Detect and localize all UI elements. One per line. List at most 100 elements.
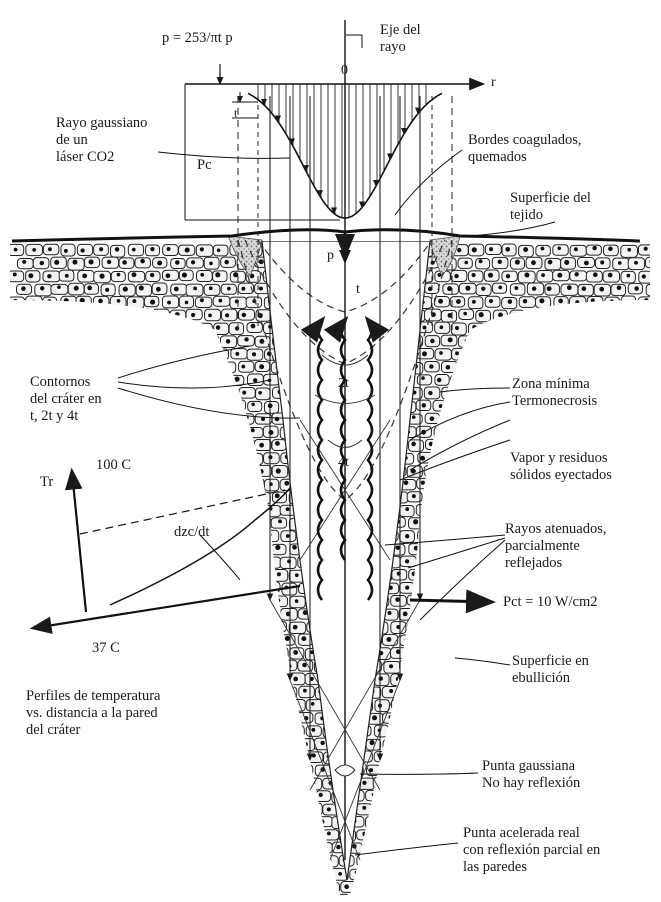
tissue-cell <box>137 803 153 814</box>
cell-nucleus <box>440 325 444 329</box>
cell-nucleus <box>150 377 155 382</box>
cell-nucleus <box>457 559 461 563</box>
cell-nucleus <box>540 821 544 825</box>
cell-nucleus <box>412 704 416 708</box>
tissue-cell <box>230 764 247 775</box>
tissue-cell <box>451 738 467 748</box>
tissue-cell <box>612 856 629 867</box>
cell-nucleus <box>215 272 220 277</box>
tissue-cell <box>476 492 491 504</box>
cell-nucleus <box>592 767 596 771</box>
cell-nucleus <box>167 560 172 565</box>
tissue-cell <box>570 687 585 698</box>
tissue-cell <box>400 505 415 516</box>
tissue-cell <box>68 855 84 867</box>
tissue-cell <box>655 868 661 879</box>
tissue-cell <box>68 674 82 686</box>
cell-nucleus <box>50 507 54 511</box>
cell-nucleus <box>250 768 255 773</box>
cell-nucleus <box>235 714 239 718</box>
cell-nucleus <box>141 623 146 628</box>
tissue-cell <box>655 401 661 412</box>
tissue-cell <box>536 739 551 749</box>
cell-nucleus <box>446 805 450 809</box>
tissue-cell <box>272 752 288 762</box>
tissue-cell <box>178 790 194 802</box>
tissue-cell <box>527 413 541 424</box>
cell-nucleus <box>446 389 451 394</box>
tissue-cell <box>152 830 169 841</box>
cell-nucleus <box>13 507 18 512</box>
tissue-cell <box>26 739 42 749</box>
cell-nucleus <box>431 755 436 760</box>
tissue-cell <box>196 375 212 386</box>
cell-nucleus <box>12 663 17 668</box>
cell-nucleus <box>592 820 596 824</box>
tissue-cell <box>179 374 194 386</box>
cell-nucleus <box>166 404 170 408</box>
cell-nucleus <box>184 663 188 667</box>
cell-nucleus <box>159 520 164 525</box>
tissue-cell <box>630 830 646 841</box>
tissue-cell <box>409 778 423 789</box>
tissue-cell <box>178 738 194 749</box>
tissue-cell <box>161 349 176 359</box>
cell-nucleus <box>490 378 494 382</box>
tissue-cell <box>501 686 515 698</box>
cell-nucleus <box>599 728 603 732</box>
tissue-cell <box>103 855 118 865</box>
tissue-cell <box>42 869 59 881</box>
tissue-cell <box>153 335 168 347</box>
cell-nucleus <box>465 521 469 525</box>
tissue-cell <box>526 310 540 321</box>
cell-nucleus <box>599 495 603 499</box>
cell-nucleus <box>224 390 228 394</box>
tissue-cell <box>622 843 637 855</box>
tissue-cell <box>510 804 525 816</box>
tissue-cell <box>442 387 457 399</box>
tissue-cell <box>645 699 661 710</box>
cell-nucleus <box>217 534 221 538</box>
cell-nucleus <box>497 365 502 370</box>
cell-nucleus <box>559 793 563 797</box>
cell-nucleus <box>548 885 552 889</box>
cell-nucleus <box>609 351 614 356</box>
cell-nucleus <box>21 755 25 759</box>
cell-nucleus <box>150 247 154 251</box>
tissue-cell <box>645 881 661 892</box>
tissue-cell <box>442 803 458 814</box>
tissue-cell <box>407 726 423 737</box>
tissue-cell <box>264 790 278 802</box>
cell-nucleus <box>302 663 307 668</box>
tissue-cell <box>264 712 280 723</box>
tissue-cell <box>536 713 553 724</box>
cell-nucleus <box>412 651 416 655</box>
cell-nucleus <box>378 832 383 837</box>
tissue-cell <box>163 765 177 775</box>
cell-nucleus <box>592 714 597 719</box>
tissue-cell <box>578 336 594 347</box>
tissue-cell <box>476 258 490 268</box>
cell-nucleus <box>31 482 35 486</box>
cell-nucleus <box>148 664 152 668</box>
cell-nucleus <box>260 571 265 576</box>
cell-nucleus <box>548 364 552 368</box>
cell-nucleus <box>116 819 120 823</box>
cell-nucleus <box>132 558 136 562</box>
tissue-cell <box>578 309 593 321</box>
tissue-cell <box>214 479 229 490</box>
tissue-cell <box>254 622 271 633</box>
cell-nucleus <box>404 663 408 667</box>
cell-nucleus <box>209 262 213 266</box>
tissue-cell <box>459 648 474 659</box>
cell-nucleus <box>551 753 555 757</box>
tissue-cell <box>129 739 145 750</box>
tissue-cell <box>452 348 467 360</box>
tissue-cell <box>128 349 143 360</box>
cell-nucleus <box>285 793 289 797</box>
cell-nucleus <box>185 301 189 305</box>
tissue-cell <box>154 414 168 424</box>
cell-nucleus <box>650 729 654 733</box>
tissue-cell <box>621 609 636 619</box>
tissue-cell <box>577 622 592 634</box>
